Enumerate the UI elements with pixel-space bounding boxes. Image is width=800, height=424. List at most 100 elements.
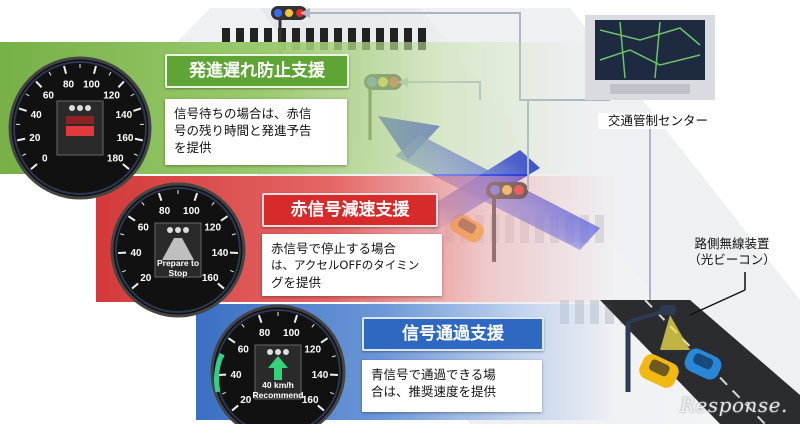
gauge-tick-label: 20 — [240, 395, 252, 406]
desc-line: 青信号で通過できる場 — [371, 367, 496, 382]
gauge-tick-label: 180 — [107, 154, 124, 165]
title-signal-passing: 信号通過支援 — [362, 317, 544, 351]
gauge-tick-mark — [108, 71, 112, 76]
gauge-tick-mark — [127, 215, 136, 222]
gauge-tick-label: 40 — [230, 370, 242, 381]
gauge-tick-mark — [229, 269, 235, 273]
beacon-label-line1: 路側無線装置 — [694, 236, 770, 251]
desc-line: 号の残り時間と発進予告 — [174, 123, 312, 138]
gauge-tick-label: 100 — [183, 206, 200, 217]
gauge-tick-mark — [231, 233, 236, 236]
gauge-tick-mark — [131, 282, 139, 290]
gauge-tick-mark — [121, 269, 127, 273]
gauge-tick-mark — [120, 233, 125, 236]
car-blue — [684, 348, 722, 380]
gauge-tick-label: 20 — [140, 273, 152, 284]
gauge-tick-mark — [117, 80, 125, 88]
gauge-tick-label: 80 — [63, 79, 75, 90]
gauge-tick-mark — [133, 153, 138, 157]
gauge-tick-mark — [35, 80, 43, 88]
gauge-tick-label: 0 — [42, 154, 48, 165]
gauge-tick-mark — [241, 323, 245, 328]
control-center-monitor — [585, 15, 715, 100]
gauge-tick-mark — [193, 192, 199, 202]
gauge-tick-mark — [133, 107, 142, 112]
gauge-tick-mark — [157, 192, 163, 202]
gauge-tick-mark — [48, 71, 52, 76]
title-start-delay-prevention: 発進遅れ防止支援 — [165, 54, 349, 88]
gauge-tick-mark — [130, 93, 135, 97]
gauge-tick-mark — [30, 163, 38, 170]
desc-line: を提供 — [174, 140, 212, 155]
gauge-tick-mark — [25, 93, 30, 97]
gauge-tick-mark — [221, 391, 227, 395]
gauge-tick-label: 60 — [238, 344, 250, 355]
gauge-tick-label: 80 — [159, 206, 171, 217]
gauge-tick-mark — [141, 201, 145, 206]
gauge-tick-label: 160 — [202, 273, 219, 284]
beacon-label-line2: （光ビーコン） — [688, 252, 776, 267]
go-arrow-icon — [268, 356, 288, 380]
gauge-tick-mark — [211, 201, 215, 206]
gauge-tick-mark — [227, 337, 236, 344]
gauge-tick-mark — [122, 163, 130, 170]
gauge-display-text: Recommend — [252, 390, 303, 400]
desc-line: 合は、推奨速度を提供 — [371, 384, 497, 399]
gauge-tick-label: 40 — [31, 110, 43, 121]
watermark-logo: Response. — [680, 393, 788, 417]
desc-signal-passing: 青信号で通過できる場 合は、推奨速度を提供 — [362, 360, 542, 412]
countdown-bar — [66, 126, 94, 136]
gauge-tick-label: 140 — [115, 110, 132, 121]
gauge-display-text: Prepare to — [157, 258, 199, 268]
gauge-tick-mark — [17, 137, 26, 142]
gauge-tick-mark — [311, 323, 315, 328]
gauge-tick-label: 20 — [29, 133, 41, 144]
gauge-tick-label: 120 — [103, 91, 120, 102]
gauge-tick-label: 120 — [304, 344, 321, 355]
gauge-tick-label: 60 — [43, 91, 55, 102]
title-red-light-deceleration: 赤信号減速支援 — [262, 193, 438, 227]
gauge-display-text: 40 km/h — [262, 380, 294, 390]
gauge-tick-mark — [329, 391, 335, 395]
gauge-tick-mark — [63, 65, 67, 75]
gauge-tick-mark — [22, 153, 27, 157]
gauge-tick-mark — [18, 107, 27, 112]
gauge-tick-mark — [293, 314, 299, 324]
desc-line: は、アクセルOFFのタイミン — [271, 258, 420, 272]
desc-line: 信号待ちの場合は、赤信 — [174, 106, 312, 121]
gauge-tick-label: 60 — [138, 222, 150, 233]
label-traffic-control-center: 交通管制センター — [598, 113, 718, 129]
crosswalk-top — [222, 28, 426, 50]
gauge-tick-label: 40 — [130, 248, 142, 259]
speed-band — [214, 352, 225, 393]
gauge-tick-mark — [320, 337, 329, 344]
gauge-tick-mark — [231, 404, 239, 412]
optical-beacon — [625, 305, 690, 392]
gauge-tick-label: 160 — [302, 395, 319, 406]
road-icon — [162, 238, 194, 260]
gauge-tick-mark — [217, 282, 225, 290]
gauge-tick-label: 100 — [83, 79, 100, 90]
desc-line: グを提供 — [271, 275, 322, 290]
gauge-tick-label: 140 — [212, 248, 229, 259]
gauge-tick-label: 160 — [117, 133, 134, 144]
label-roadside-beacon: 路側無線装置 （光ビーコン） — [672, 236, 792, 268]
gauge-tick-label: 100 — [283, 328, 300, 339]
car-yellow — [639, 354, 679, 388]
gauge-tick-mark — [220, 215, 229, 222]
gauge-tick-mark — [331, 355, 336, 358]
desc-start-delay-prevention: 信号待ちの場合は、赤信 号の残り時間と発進予告 を提供 — [165, 99, 347, 165]
gauge-display-text: Stop — [169, 268, 188, 278]
gauge-tick-label: 140 — [312, 370, 329, 381]
gauge-tick-label: 120 — [204, 222, 221, 233]
gauge-tick-label: 80 — [259, 328, 271, 339]
desc-red-light-deceleration: 赤信号で停止する場合 は、アクセルOFFのタイミン グを提供 — [262, 234, 442, 296]
gauge-tick-mark — [134, 137, 143, 142]
countdown-bar — [66, 116, 94, 124]
gauge-tick-mark — [93, 65, 97, 75]
